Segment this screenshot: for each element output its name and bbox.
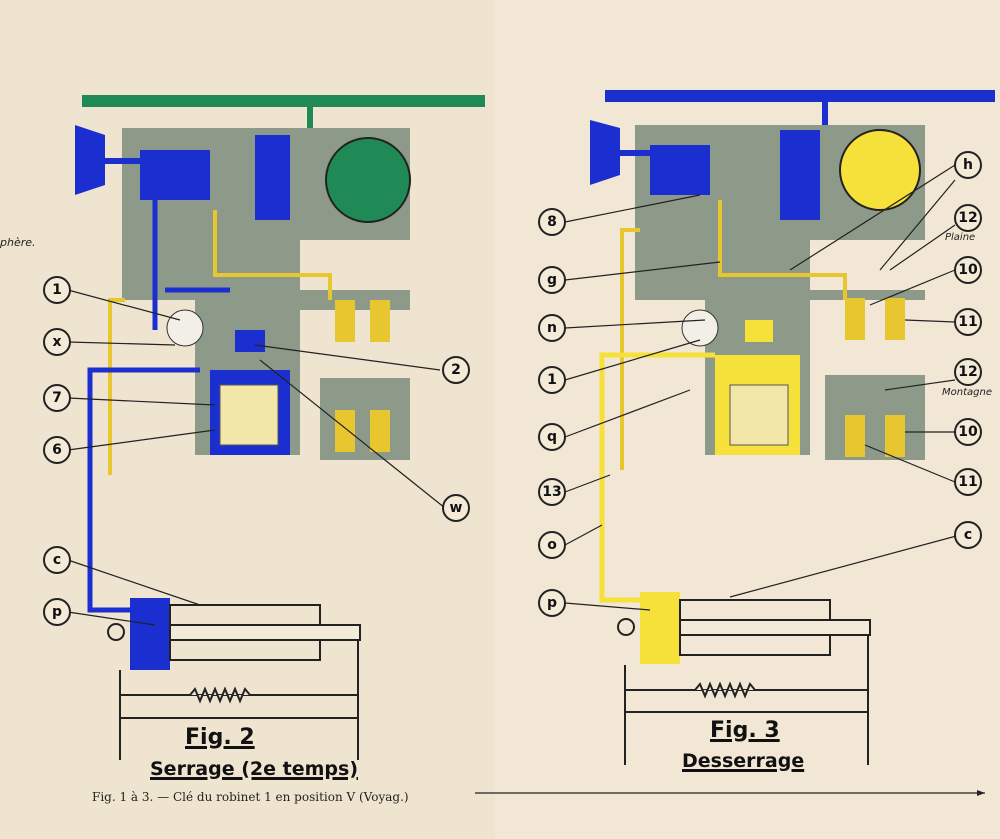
label-p: p — [538, 589, 566, 617]
label-1: 1 — [43, 276, 71, 304]
note-montagne: Montagne — [942, 387, 992, 398]
fig3-subtitle: Desserrage — [682, 750, 805, 772]
label-c: c — [954, 521, 982, 549]
label-c: c — [43, 546, 71, 574]
fig2-drawing — [75, 95, 485, 760]
edge-text: phère. — [0, 236, 36, 249]
label-10b: 10 — [954, 418, 982, 446]
label-g: g — [538, 266, 566, 294]
label-11: 11 — [954, 308, 982, 336]
fig3-drawing — [590, 90, 995, 765]
caption: Fig. 1 à 3. — Clé du robinet 1 en positi… — [92, 790, 409, 804]
label-13: 13 — [538, 478, 566, 506]
label-8: 8 — [538, 208, 566, 236]
label-1: 1 — [538, 366, 566, 394]
label-q: q — [538, 423, 566, 451]
label-10: 10 — [954, 256, 982, 284]
fig3-title: Fig. 3 — [710, 718, 780, 743]
label-2: 2 — [442, 356, 470, 384]
label-h: h — [954, 151, 982, 179]
label-11b: 11 — [954, 468, 982, 496]
label-7: 7 — [43, 384, 71, 412]
fig2-title: Fig. 2 — [185, 725, 255, 750]
label-x: x — [43, 328, 71, 356]
label-n: n — [538, 314, 566, 342]
label-12-plaine: 12 — [954, 204, 982, 232]
label-6: 6 — [43, 436, 71, 464]
fig2-subtitle: Serrage (2e temps) — [150, 758, 358, 780]
label-w: w — [442, 494, 470, 522]
label-o: o — [538, 531, 566, 559]
label-p: p — [43, 598, 71, 626]
label-12-montagne: 12 — [954, 358, 982, 386]
note-plaine: Plaine — [945, 232, 976, 243]
